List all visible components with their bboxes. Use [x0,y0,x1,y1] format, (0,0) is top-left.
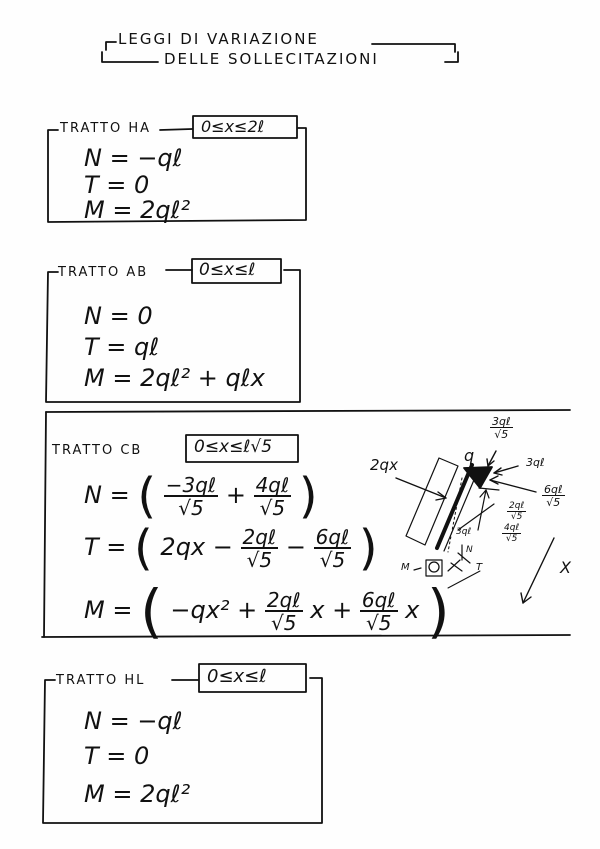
paren-open: ( [137,468,157,524]
title-bracket-top [105,41,456,53]
diagram-top-force-frac: 3qℓ √5 [490,416,513,440]
section-hl-frame [42,677,323,824]
paren-close: ) [427,577,450,645]
section-cb-bottom-line [41,634,571,638]
section-ab-range-box [191,258,282,284]
paren-open: ( [140,577,163,645]
section-ha-bending-moment: M = 2qℓ² [84,196,191,224]
diagram-n-label: N [466,545,473,555]
diagram-m-label: M [401,562,410,573]
frac-denominator: √5 [259,495,286,520]
section-hl-range-box [198,663,307,693]
frac-numerator: 6qℓ [542,483,565,496]
section-cb-t-lhs: T = [84,533,127,561]
section-cb-top-line [45,409,571,413]
frac-denominator: √5 [510,512,523,522]
diagram-x-axis-label: X [560,558,571,577]
diagram-mid-frac-2-frac: 4qℓ √5 [502,523,522,544]
title-line-2: DELLE SOLLECITAZIONI [164,50,379,68]
section-cb-shear-force: T = ( 2qx − 2qℓ √5 − 6qℓ √5 ) [84,524,378,572]
frac-numerator: 3qℓ [490,415,513,428]
section-ha-shear-force: T = 0 [84,171,150,199]
frac-numerator: 2qℓ [264,587,303,612]
section-cb-range: 0≤x≤ℓ√5 [194,437,273,457]
diagram-top-force-label: 3qℓ √5 [490,416,513,440]
frac-numerator: 2qℓ [240,524,279,549]
frac-denominator: √5 [271,610,297,635]
title-bracket-bottom [101,51,459,63]
section-ab-label: TRATTO AB [58,265,149,280]
paren-close: ) [358,520,378,576]
section-cb-t-term-a: 2qx − [160,533,233,561]
section-ab-normal-force: N = 0 [84,302,153,330]
diagram-distributed-load-label: 2qx [370,456,398,474]
diagram-q-label: q [464,446,475,465]
frac-numerator: 2qℓ [507,501,527,512]
section-ha-range-box [192,115,298,139]
frac-numerator: −3qℓ [163,472,219,497]
section-ha-label: TRATTO HA [60,121,152,136]
section-hl-normal-force: N = −qℓ [84,707,183,735]
section-cb-m-frac-b: 2qℓ √5 [264,587,303,635]
section-cb-normal-force: N = ( −3qℓ √5 + 4qℓ √5 ) [84,472,318,520]
section-ha-frame [47,127,307,223]
section-ab-range: 0≤x≤ℓ [199,260,256,280]
section-cb-m-lhs: M = [84,596,133,624]
diagram-right-frac-label: 6qℓ √5 [542,484,565,508]
frac-numerator: 6qℓ [359,587,398,612]
frac-numerator: 6qℓ [313,524,352,549]
frac-numerator: 4qℓ [502,523,522,534]
diagram-right-force-label: 3qℓ [526,456,545,469]
section-cb-t-frac-c: 6qℓ √5 [313,524,352,572]
section-ab-shear-force: T = qℓ [84,333,160,361]
frac-denominator: √5 [546,496,561,509]
section-ab-frame [45,269,301,403]
section-cb-m-term-c-tail: x [405,596,420,624]
section-ab-bending-moment: M = 2qℓ² + qℓx [84,364,265,392]
section-ha-normal-force: N = −qℓ [84,144,183,172]
section-hl-bending-moment: M = 2qℓ² [84,780,191,808]
section-hl-label: TRATTO HL [56,673,146,688]
frac-denominator: √5 [178,495,204,520]
section-cb-m-frac-c: 6qℓ √5 [359,587,398,635]
section-cb-label: TRATTO CB [52,443,143,458]
paren-close: ) [298,468,318,524]
frac-denominator: √5 [246,547,273,572]
diagram-mid-frac-1: 2qℓ √5 [507,501,527,522]
frac-denominator: √5 [319,547,346,572]
frac-denominator: √5 [365,610,392,635]
diagram-right-frac: 6qℓ √5 [542,484,565,508]
minus-sign: − [285,533,306,561]
section-cb-bending-moment: M = ( −qx² + 2qℓ √5 x + 6qℓ √5 x ) [84,582,450,640]
frac-numerator: 4qℓ [253,472,292,497]
section-cb-m-term-a: −qx² + [170,596,258,624]
section-cb-t-frac-b: 2qℓ √5 [240,524,279,572]
plus-sign: + [225,481,246,509]
frac-denominator: √5 [494,428,509,441]
diagram-mid-frac-1-frac: 2qℓ √5 [507,501,527,522]
section-ha-range: 0≤x≤2ℓ [201,117,265,136]
section-hl-shear-force: T = 0 [84,742,150,770]
cb-free-body-diagram [395,450,555,604]
section-hl-range: 0≤x≤ℓ [207,666,267,687]
frac-denominator: √5 [505,534,518,544]
section-cb-m-term-b-tail: x + [310,596,353,624]
section-cb-range-box [185,434,299,463]
title-line-1: LEGGI DI VARIAZIONE [118,30,319,48]
section-cb-n-lhs: N = [84,481,130,509]
section-cb-n-frac-a: −3qℓ √5 [163,472,219,520]
diagram-t-label: T [476,562,483,573]
section-cb-left-line [43,411,47,638]
paren-open: ( [134,520,153,576]
section-cb-n-frac-b: 4qℓ √5 [253,472,292,520]
diagram-inner-label: 3qℓ [456,527,472,537]
diagram-mid-frac-2: 4qℓ √5 [502,523,522,544]
